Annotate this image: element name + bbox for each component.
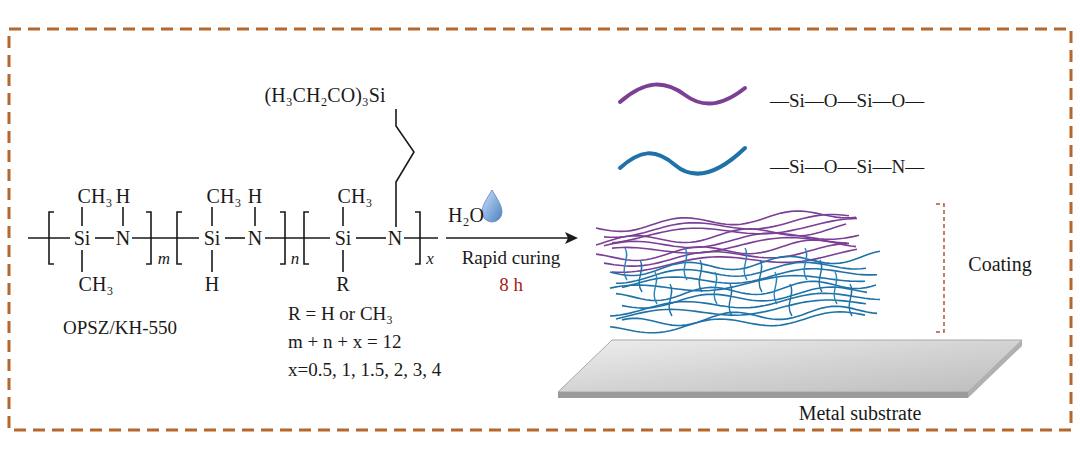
coating-label: Coating: [968, 254, 1031, 274]
coating-bracket: [936, 204, 944, 332]
condition-label: Rapid curing: [462, 248, 561, 267]
substituent-formula: (H₃CH₂CO)₃Si: [265, 85, 386, 105]
methyl-group: CH₃: [207, 186, 242, 206]
hydrogen-atom: H: [248, 186, 262, 206]
legend-text: —Si—O—Si—N—: [770, 157, 924, 176]
cross-link: [714, 272, 717, 304]
cross-link: [819, 260, 822, 292]
cross-link: [834, 272, 837, 304]
time-label: 8 h: [499, 275, 523, 294]
network-strand: [622, 269, 877, 288]
nitrogen-atom: N: [116, 228, 130, 248]
silicon-atom: Si: [335, 228, 352, 248]
cross-link: [789, 284, 792, 316]
nitrogen-atom: N: [388, 228, 402, 248]
cross-link: [759, 260, 762, 292]
methyl-group: CH₃: [78, 186, 113, 206]
cross-link: [804, 248, 807, 280]
reaction-arrow: [446, 232, 578, 244]
network-strand: [596, 211, 856, 231]
hydrogen-atom: H: [205, 274, 219, 294]
dashed-frame: [9, 29, 1071, 430]
chemical-bonds: [28, 109, 438, 272]
substrate-label: Metal substrate: [799, 403, 922, 423]
definition-note: R = H or CH₃: [288, 304, 393, 323]
repeat-index: m: [158, 250, 170, 267]
reagent-label: H₂O: [448, 205, 484, 225]
silicon-atom: Si: [74, 228, 91, 248]
cross-link: [654, 272, 657, 304]
legend-text: —Si—O—Si—O—: [770, 91, 924, 110]
network-strand: [616, 300, 866, 319]
cross-link: [699, 260, 702, 292]
methyl-group: CH₃: [338, 186, 373, 206]
definition-note: x=0.5, 1, 1.5, 2, 3, 4: [288, 360, 441, 379]
cross-link: [684, 248, 687, 280]
network-strand: [616, 262, 866, 283]
repeat-index: n: [291, 250, 300, 267]
cross-link: [849, 284, 852, 316]
cross-link: [624, 248, 627, 280]
silicon-atom: Si: [204, 228, 221, 248]
metal-substrate: [558, 340, 1022, 398]
compound-name: OPSZ/KH-550: [63, 318, 177, 337]
cross-link: [729, 284, 732, 316]
coating-network: [596, 211, 880, 333]
legend-wave-purple: [620, 85, 745, 104]
network-strand: [610, 312, 865, 333]
cross-link: [639, 260, 642, 292]
cross-link: [669, 284, 672, 316]
legend-wave-blue: [620, 148, 745, 173]
repeat-index: x: [426, 250, 434, 267]
methyl-group: CH₃: [79, 274, 114, 294]
cross-link: [744, 248, 747, 280]
substituent-symbol: R: [336, 274, 349, 294]
cross-link: [774, 272, 777, 304]
water-droplet: [482, 190, 502, 222]
definition-note: m + n + x = 12: [288, 332, 401, 351]
repeat-brackets: [49, 212, 420, 264]
nitrogen-atom: N: [248, 228, 262, 248]
hydrogen-atom: H: [116, 186, 130, 206]
